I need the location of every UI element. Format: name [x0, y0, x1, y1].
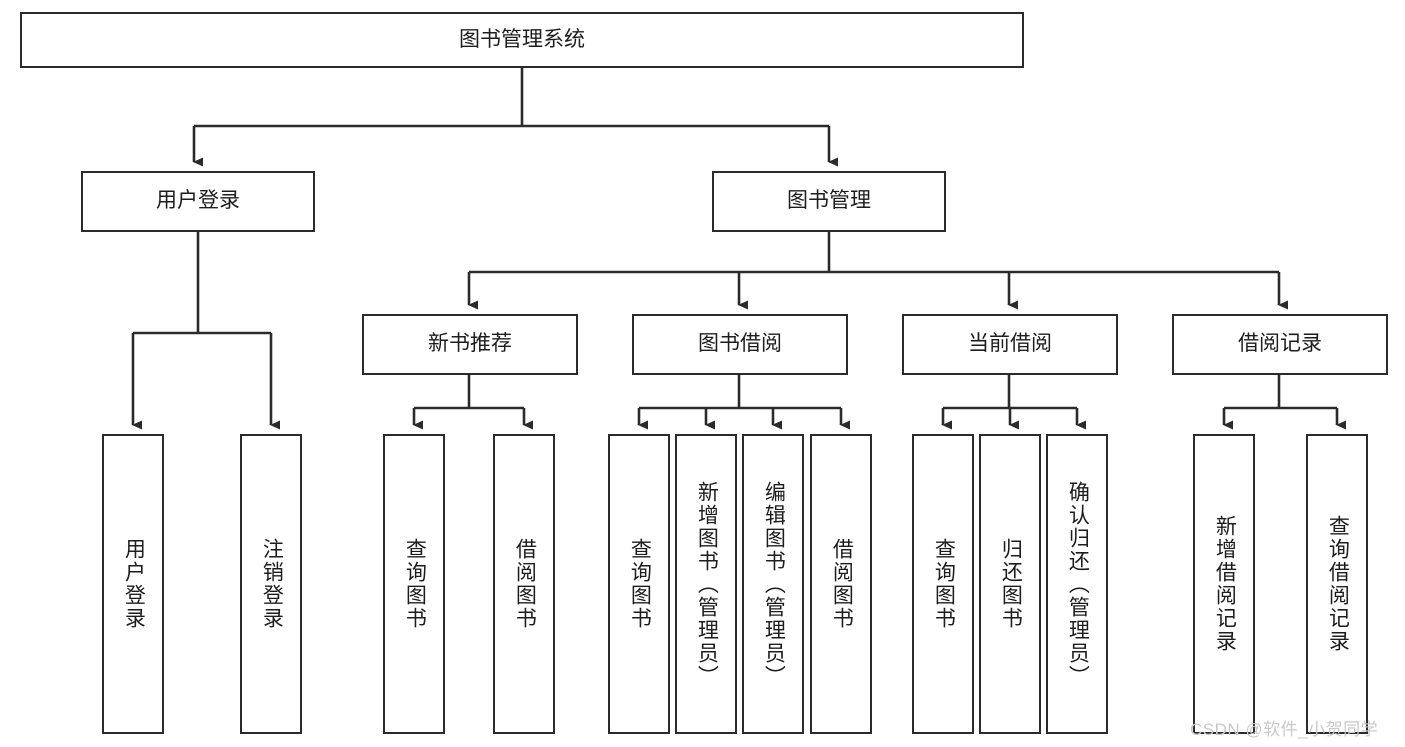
node-borrow-record[interactable]: 借阅记录 [1172, 314, 1388, 375]
node-label: 新增图书（管理员） [695, 480, 719, 688]
leaf-user-login-signout[interactable]: 注销登录 [240, 434, 302, 734]
node-label: 当前借阅 [968, 332, 1052, 356]
node-label: 图书管理 [787, 189, 871, 213]
node-label: 用户登录 [156, 189, 240, 213]
node-book-management[interactable]: 图书管理 [712, 171, 946, 232]
node-label: 查询图书 [403, 538, 427, 630]
node-label: 新增借阅记录 [1213, 515, 1237, 653]
leaf-new-book-borrow-book[interactable]: 借阅图书 [493, 434, 555, 734]
node-label: 查询图书 [628, 538, 652, 630]
node-label: 用户登录 [122, 538, 146, 630]
leaf-book-borrow-add-book-admin[interactable]: 新增图书（管理员） [675, 434, 737, 734]
node-label: 编辑图书（管理员） [762, 480, 786, 688]
node-user-login[interactable]: 用户登录 [81, 171, 315, 232]
node-label: 借阅图书 [513, 538, 537, 630]
leaf-book-borrow-edit-book-admin[interactable]: 编辑图书（管理员） [742, 434, 804, 734]
node-label: 查询借阅记录 [1326, 515, 1350, 653]
node-current-borrow[interactable]: 当前借阅 [902, 314, 1118, 375]
leaf-user-login-signin[interactable]: 用户登录 [102, 434, 164, 734]
node-label: 归还图书 [999, 538, 1023, 630]
leaf-book-borrow-borrow-book[interactable]: 借阅图书 [810, 434, 872, 734]
leaf-current-borrow-confirm-return-admin[interactable]: 确认归还（管理员） [1046, 434, 1108, 734]
node-label: 注销登录 [260, 538, 284, 630]
leaf-borrow-record-add-record[interactable]: 新增借阅记录 [1193, 434, 1255, 734]
leaf-current-borrow-return-book[interactable]: 归还图书 [979, 434, 1041, 734]
node-book-borrow[interactable]: 图书借阅 [632, 314, 848, 375]
node-root-book-management-system[interactable]: 图书管理系统 [20, 12, 1024, 68]
node-label: 借阅记录 [1238, 332, 1322, 356]
node-label: 查询图书 [932, 538, 956, 630]
node-label: 图书借阅 [698, 332, 782, 356]
leaf-book-borrow-query-book[interactable]: 查询图书 [608, 434, 670, 734]
leaf-current-borrow-query-book[interactable]: 查询图书 [912, 434, 974, 734]
node-label: 图书管理系统 [459, 27, 585, 51]
leaf-new-book-query-book[interactable]: 查询图书 [383, 434, 445, 734]
leaf-borrow-record-query-record[interactable]: 查询借阅记录 [1306, 434, 1368, 734]
node-new-book-recommend[interactable]: 新书推荐 [362, 314, 578, 375]
node-label: 确认归还（管理员） [1066, 480, 1090, 688]
node-label: 新书推荐 [428, 332, 512, 356]
node-label: 借阅图书 [830, 538, 854, 630]
